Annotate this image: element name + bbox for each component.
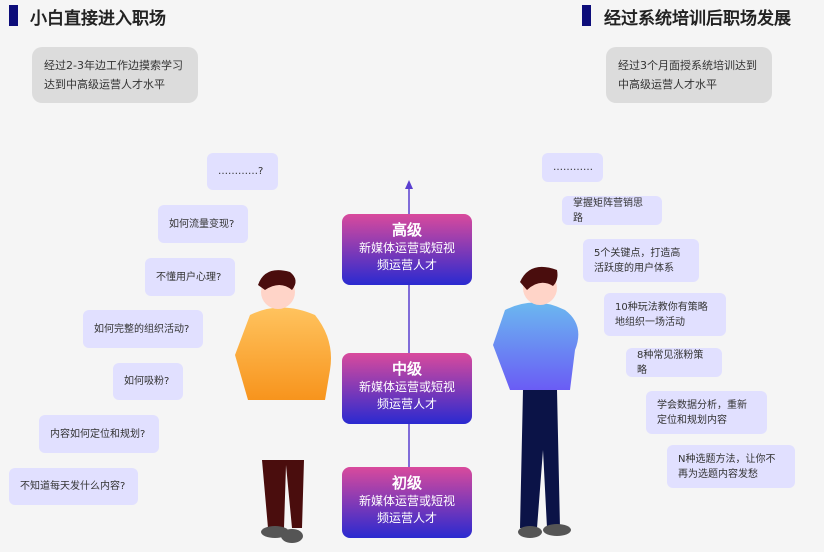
question-box: 如何流量变现? — [158, 205, 248, 243]
skill-box: ………… — [542, 153, 603, 182]
confused-person-illustration — [235, 270, 331, 543]
left-note: 经过2-3年边工作边摸索学习达到中高级运营人才水平 — [32, 47, 198, 103]
skill-box: 学会数据分析，重新定位和规划内容 — [646, 391, 767, 434]
title-bar-icon — [9, 5, 18, 26]
right-title: 经过系统培训后职场发展 — [604, 9, 791, 29]
right-note: 经过3个月面授系统培训达到中高级运营人才水平 — [606, 47, 772, 103]
skill-box: 5个关键点，打造高活跃度的用户体系 — [583, 239, 699, 282]
level-middle: 中级新媒体运营或短视频运营人才 — [342, 353, 472, 424]
skill-box: 10种玩法教你有策略地组织一场活动 — [604, 293, 726, 336]
left-title: 小白直接进入职场 — [30, 9, 166, 29]
question-box: 如何完整的组织活动? — [83, 310, 203, 348]
level-title: 中级 — [391, 360, 422, 378]
level-title: 高级 — [391, 221, 422, 239]
title-bar-icon — [582, 5, 591, 26]
level-junior: 初级新媒体运营或短视频运营人才 — [342, 467, 472, 538]
level-desc: 新媒体运营或短视频运营人才 — [358, 241, 455, 272]
question-box: 如何吸粉? — [113, 363, 183, 400]
skill-box: 掌握矩阵营销思路 — [562, 196, 662, 225]
question-box: 不知道每天发什么内容? — [9, 468, 138, 505]
level-senior: 高级新媒体运营或短视频运营人才 — [342, 214, 472, 285]
level-desc: 新媒体运营或短视频运营人才 — [358, 494, 455, 525]
skill-box: N种选题方法，让你不再为选题内容发愁 — [667, 445, 795, 488]
skill-box: 8种常见涨粉策略 — [626, 348, 722, 377]
question-box: …………? — [207, 153, 278, 190]
thinking-person-illustration — [493, 266, 579, 538]
question-box: 内容如何定位和规划? — [39, 415, 159, 453]
question-box: 不懂用户心理? — [145, 258, 235, 296]
level-title: 初级 — [391, 474, 422, 492]
level-desc: 新媒体运营或短视频运营人才 — [358, 380, 455, 411]
